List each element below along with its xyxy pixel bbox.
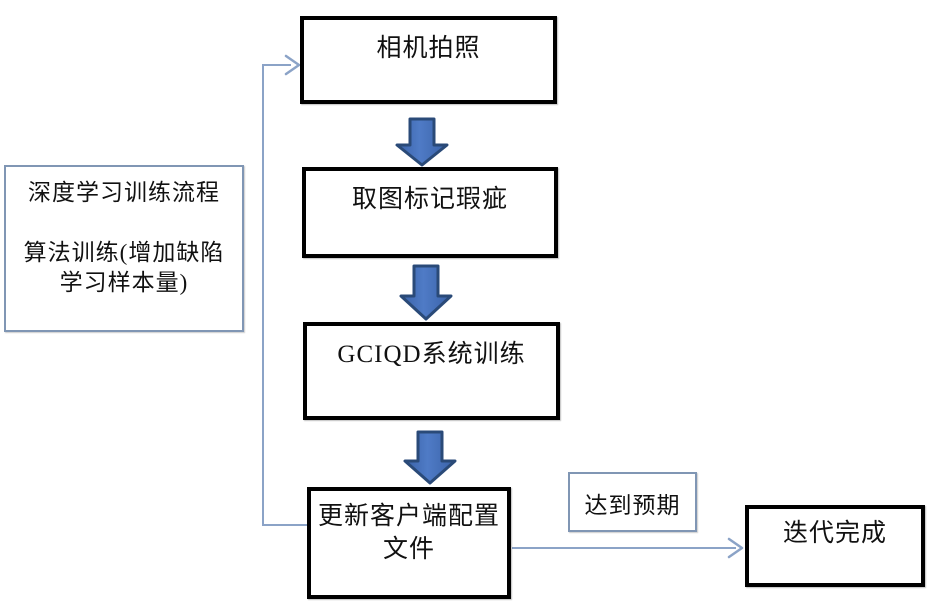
feedback-loop-arrowhead-icon [284, 54, 301, 76]
edge-label-expectation-box: 达到预期 [568, 472, 697, 532]
flow-step-camera-label: 相机拍照 [376, 35, 481, 62]
flow-step-iteration-done-box: 迭代完成 [745, 505, 925, 587]
feedback-loop-line [262, 64, 307, 526]
down-block-arrow-3-icon [403, 430, 457, 485]
flow-step-iteration-done-label: 迭代完成 [782, 520, 887, 547]
flow-step-update-config-label-line2: 文件 [382, 536, 435, 563]
flow-step-camera-box: 相机拍照 [300, 16, 557, 104]
flow-step-mark-defects-box: 取图标记瑕疵 [302, 167, 558, 258]
down-block-arrow-2-icon [399, 264, 453, 321]
flow-step-system-training-label: GCIQD系统训练 [337, 341, 526, 368]
flow-step-mark-defects-label: 取图标记瑕疵 [351, 186, 508, 213]
update-to-done-arrowhead-icon [727, 537, 744, 559]
note-box-training-process: 深度学习训练流程 算法训练(增加缺陷 学习样本量) [4, 165, 244, 332]
flow-step-update-config-label-line1: 更新客户端配置 [317, 503, 500, 530]
down-block-arrow-1-icon [395, 117, 449, 167]
flow-step-update-config-box: 更新客户端配置 文件 [307, 487, 511, 599]
note-line-2: 算法训练(增加缺陷 [23, 240, 225, 265]
flow-step-system-training-box: GCIQD系统训练 [303, 322, 560, 420]
note-line-1: 深度学习训练流程 [28, 180, 220, 205]
note-line-spacer [6, 208, 242, 238]
note-line-3: 学习样本量) [59, 270, 189, 295]
edge-label-expectation-text: 达到预期 [584, 493, 681, 518]
